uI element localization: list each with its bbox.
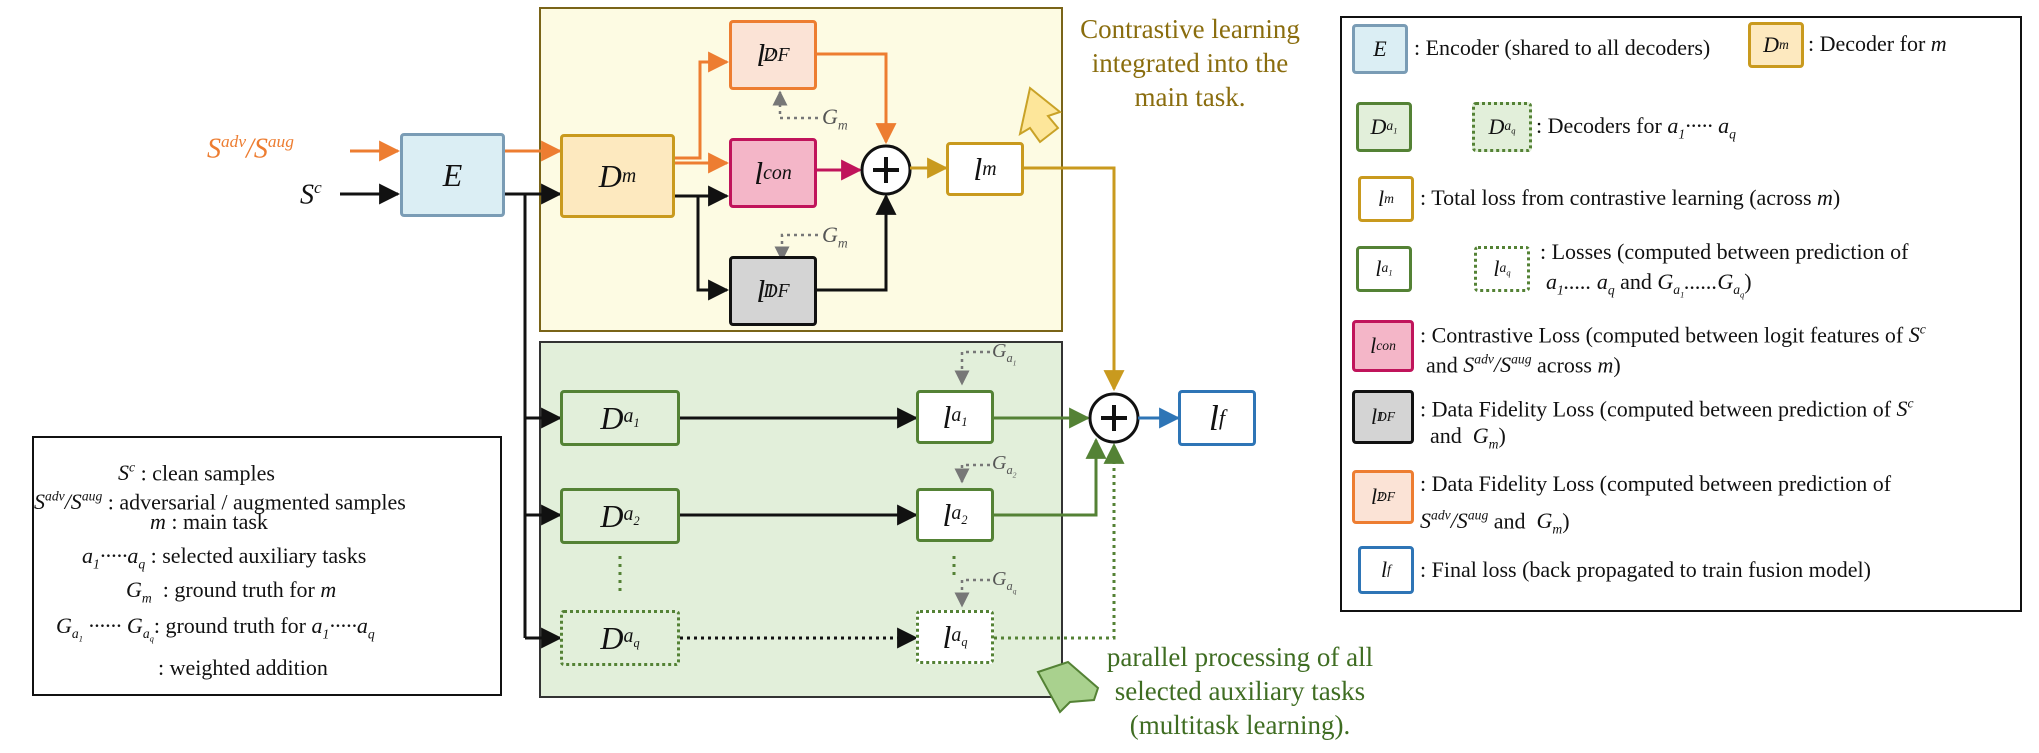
contrastive-caption-line-3: main task. [1134, 82, 1246, 112]
contrastive-caption: Contrastive learning integrated into the… [1060, 12, 1320, 114]
contrastive-caption-line-2: integrated into the [1091, 48, 1289, 78]
legend-decoders-aux-text: : Decoders for a1····· aq [1536, 113, 1736, 142]
legend-losses-text-2: a1..... aq and Ga1......Gaq) [1546, 269, 1752, 301]
parallel-caption-line-3: (multitask learning). [1129, 710, 1351, 740]
right-legend [1340, 16, 2022, 612]
parallel-caption-line-2: selected auxiliary tasks [1114, 676, 1366, 706]
legend-contrastive-text-1: : Contrastive Loss (computed between log… [1420, 322, 1926, 348]
left-legend-row-gm: Gm : ground truth for m [126, 577, 337, 606]
legend-total-loss-text: : Total loss from contrastive learning (… [1420, 185, 1841, 210]
left-legend-row-main: m : main task [150, 509, 268, 534]
g-aq-label: Gaq [992, 568, 1017, 596]
gm-bottom-arrow [774, 233, 818, 262]
dm-to-ldf1 [696, 196, 730, 301]
main-sum-node [860, 144, 912, 196]
lm-to-final-sum [1024, 166, 1125, 392]
g-a1-label: Ga1 [992, 340, 1017, 368]
dm-to-ldf2 [675, 51, 730, 160]
gaq-arrow [954, 578, 990, 608]
parallel-caption: parallel processing of all selected auxi… [1095, 640, 1385, 742]
left-legend-row-adv: Sadv/Saug : adversarial / augmented samp… [34, 489, 406, 515]
contrastive-caption-line-1: Contrastive learning [1080, 14, 1300, 44]
left-legend [32, 436, 502, 696]
legend-losses-text-1: : Losses (computed between prediction of [1540, 239, 1909, 264]
legend-df2-text-1: : Data Fidelity Loss (computed between p… [1420, 471, 1892, 496]
final-sum-node [1088, 392, 1140, 444]
g-a2-label: Ga2 [992, 452, 1017, 480]
legend-final-text: : Final loss (back propagated to train f… [1420, 557, 1871, 582]
left-legend-row-sum: : weighted addition [158, 655, 328, 680]
ldf2-to-sum [817, 52, 897, 145]
gm-top-arrow [772, 90, 818, 120]
parallel-callout-arrow [1036, 660, 1100, 714]
left-legend-row-clean: Sc : clean samples [118, 460, 275, 486]
ga2-arrow [954, 463, 990, 484]
contrastive-callout-arrow [1018, 86, 1063, 144]
left-legend-row-ga: Ga1 ······ Gaq: ground truth for a1·····… [56, 613, 375, 645]
clean-input-label: Sc [300, 178, 322, 211]
legend-contrastive-text-2: and Sadv/Saug across m) [1426, 352, 1621, 378]
legend-df2-text-2: Sadv/Saug and Gm) [1420, 508, 1570, 537]
encoder-node: E [400, 133, 505, 217]
legend-df1-text-1: : Data Fidelity Loss (computed between p… [1420, 396, 1914, 422]
laq-to-final [994, 442, 1125, 640]
left-legend-row-aux: a1·····aq : selected auxiliary tasks [82, 543, 367, 572]
ldf1-to-sum [817, 193, 897, 292]
legend-encoder-swatch: E [1352, 24, 1408, 74]
parallel-caption-line-1: parallel processing of all [1106, 642, 1374, 672]
legend-encoder-text: : Encoder (shared to all decoders) [1414, 35, 1711, 60]
g-m-bottom-label: Gm [822, 222, 848, 251]
ga1-arrow [954, 350, 990, 386]
legend-df1-text-2: and Gm) [1430, 423, 1506, 452]
la2-to-final [994, 437, 1107, 517]
adv-aug-input-label: Sadv/Saug [207, 132, 294, 165]
legend-decoder-main-text: : Decoder for m [1808, 31, 1947, 56]
g-m-top-label: Gm [822, 104, 848, 133]
